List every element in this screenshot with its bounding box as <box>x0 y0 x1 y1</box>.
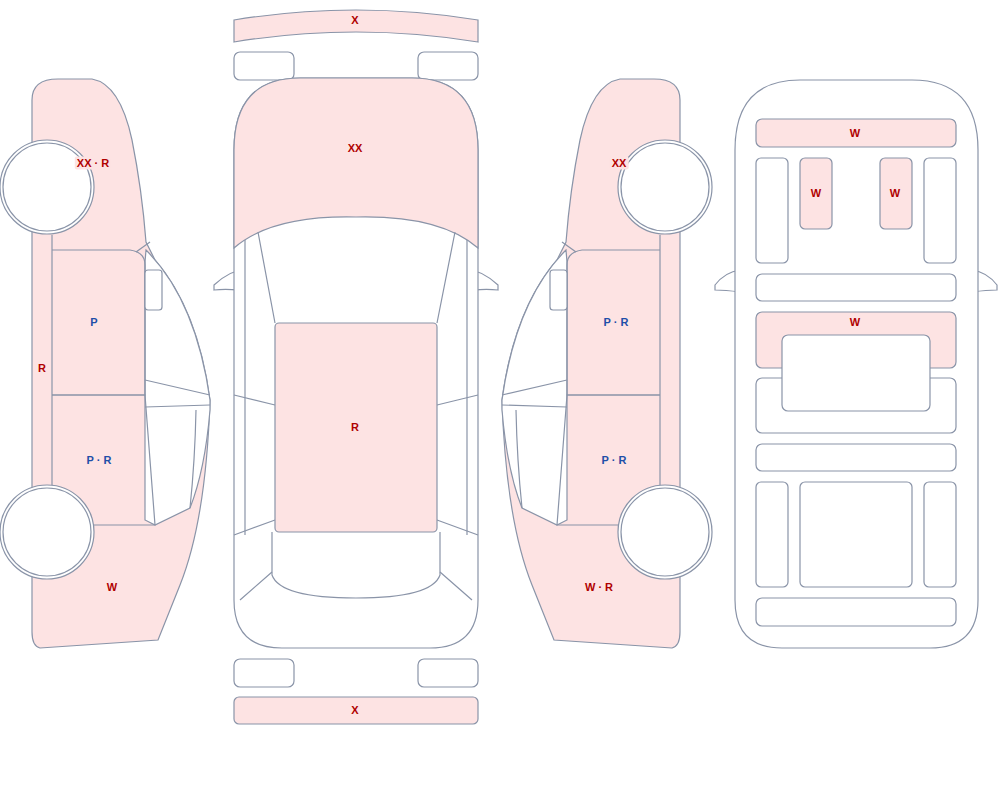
damage-code: XX <box>610 157 629 170</box>
damage-code: R <box>36 362 48 375</box>
damage-code: P <box>88 316 99 329</box>
damage-code: W <box>848 316 862 329</box>
damage-code: R <box>349 421 361 434</box>
damage-code: P · R <box>600 454 629 467</box>
damage-code: W <box>809 187 823 200</box>
damage-code: W <box>888 187 902 200</box>
damage-code: W <box>105 581 119 594</box>
damage-code: XX · R <box>75 157 111 170</box>
damage-code: W <box>848 127 862 140</box>
damage-code: XX <box>346 142 365 155</box>
damage-code: X <box>349 704 360 717</box>
damage-code: P · R <box>602 316 631 329</box>
damage-code: W · R <box>583 581 615 594</box>
damage-code: X <box>349 14 360 27</box>
damage-code: P · R <box>85 454 114 467</box>
